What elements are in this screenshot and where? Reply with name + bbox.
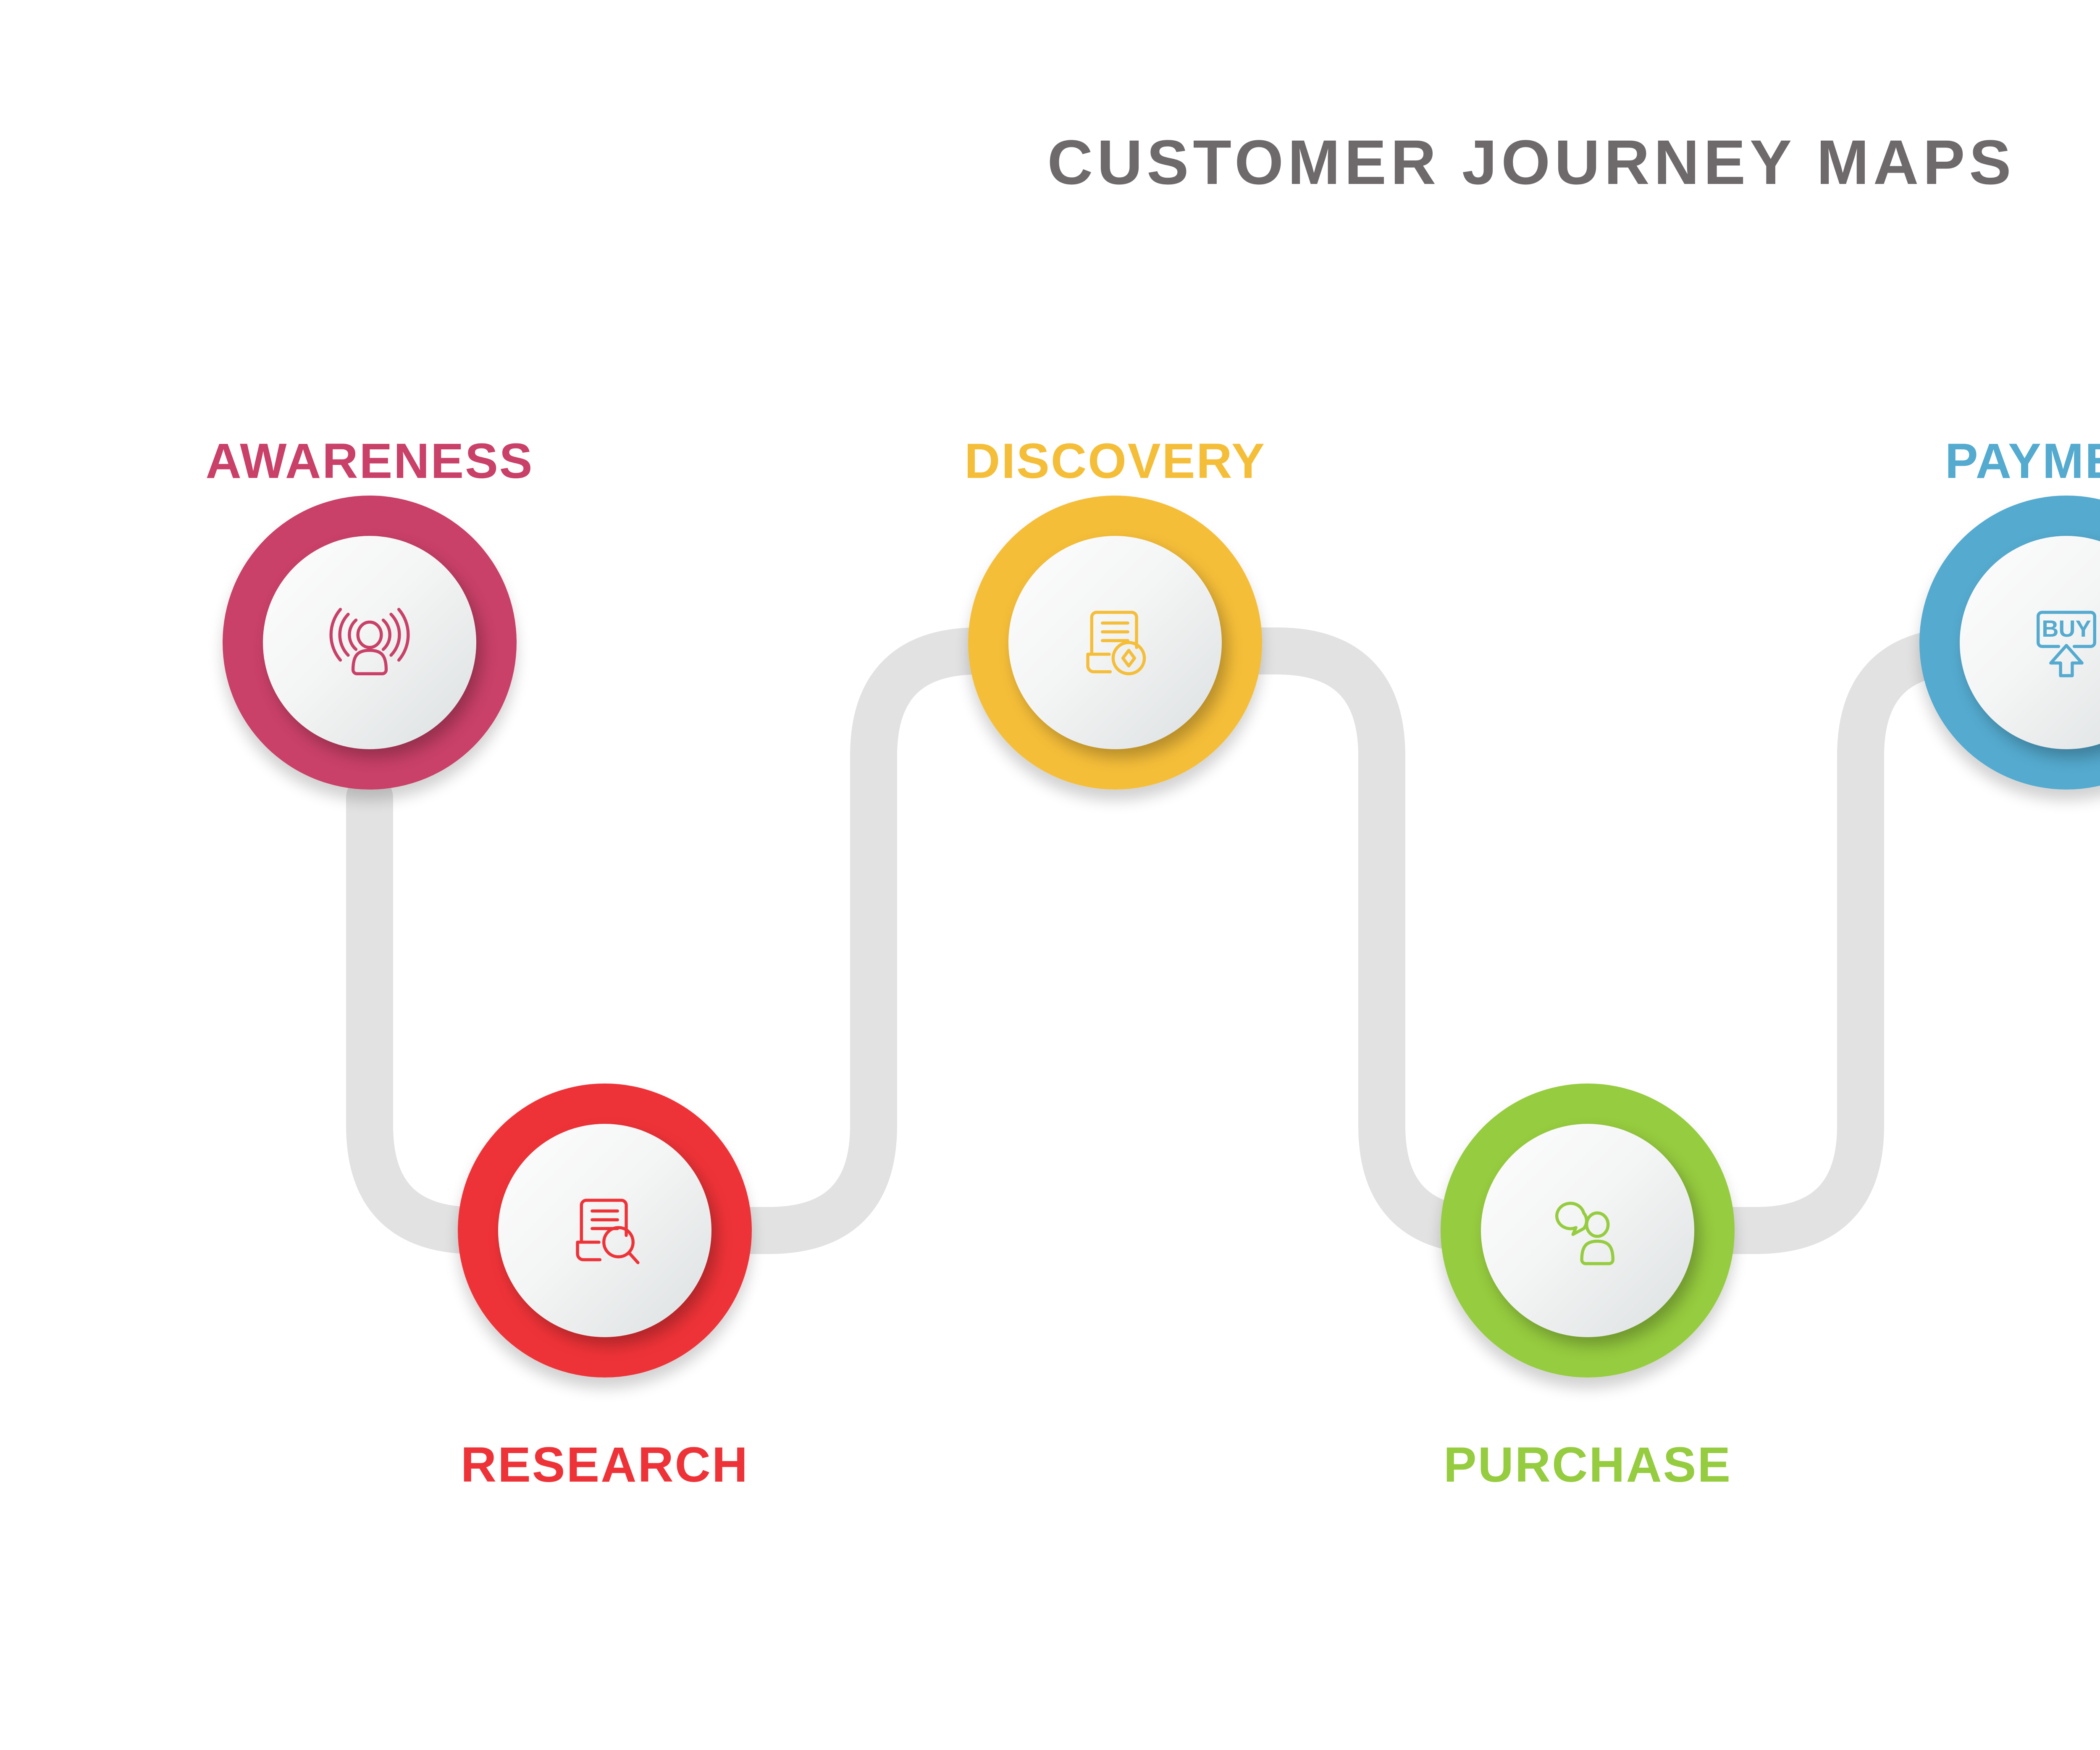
page-title: CUSTOMER JOURNEY MAPS <box>1047 127 2016 197</box>
person-chat-icon <box>1555 1202 1615 1265</box>
broadcast-person-icon <box>329 608 410 675</box>
stage-label-awareness: AWARENESS <box>205 433 534 489</box>
stage-label-discovery: DISCOVERY <box>964 433 1266 489</box>
document-compass-icon <box>1086 611 1146 675</box>
stage-label-purchase: PURCHASE <box>1443 1437 1732 1493</box>
stage-label-research: RESEARCH <box>460 1437 749 1493</box>
stage-label-payment: PAYMENT <box>1945 433 2100 489</box>
buy-button-arrow-icon: BUY <box>2037 611 2096 677</box>
journey-node-purchase[interactable] <box>1441 1084 1735 1377</box>
node-icon-well <box>498 1124 711 1337</box>
journey-node-research[interactable] <box>458 1084 752 1377</box>
buy-label: BUY <box>2042 616 2091 642</box>
node-icon-well <box>1481 1124 1694 1337</box>
journey-node-discovery[interactable] <box>968 496 1262 790</box>
node-icon-well <box>263 536 476 749</box>
document-search-icon <box>576 1199 640 1265</box>
journey-node-awareness[interactable] <box>223 496 517 790</box>
journey-node-payment[interactable]: BUY <box>1919 496 2100 790</box>
node-icon-well <box>1008 536 1222 749</box>
